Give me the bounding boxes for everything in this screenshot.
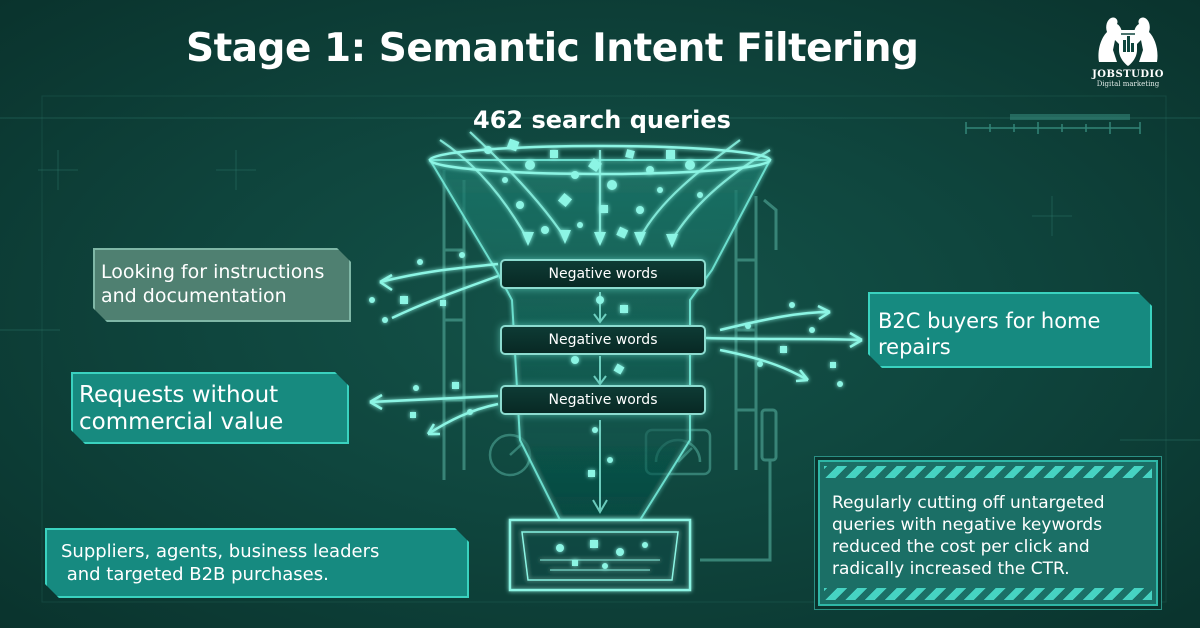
note-line: Regularly cutting off untargeted [832,493,1105,513]
outflow-left-top [379,262,499,320]
machine-frame [442,170,778,562]
ruler-mark [965,114,1141,134]
right-particles [745,302,843,387]
segment-instructions-line: Looking for instructions [101,261,325,283]
segment-b2c-box: B2C buyers for home repairs [868,292,1152,368]
incoming-arrowheads [522,230,678,248]
negative-words-filter-2: Negative words [500,325,706,355]
result-note: Regularly cutting off untargeted queries… [818,460,1158,606]
funnel-input-label: 462 search queries [473,106,731,134]
segment-targeted-b2b-line: and targeted B2B purchases. [61,564,329,585]
negative-words-filter-3: Negative words [500,385,706,415]
brand-name: JOBSTUDIO [1092,69,1164,80]
segment-b2c-line: repairs [878,335,951,359]
tray-particles [556,540,648,569]
inner-arrows [592,292,608,514]
segment-instructions-box: Looking for instructions and documentati… [93,248,351,322]
incoming-flow [439,131,771,241]
segment-no-commercial-value-box: Requests without commercial value [71,372,349,444]
segment-targeted-b2b-box: Suppliers, agents, business leaders and … [45,528,469,598]
note-stripes-bottom [824,588,1152,600]
note-line: queries with negative keywords [832,515,1103,535]
note-line: radically increased the CTR. [832,559,1070,579]
segment-targeted-b2b-line: Suppliers, agents, business leaders [61,541,380,562]
segment-no-commercial-value-line: commercial value [79,409,284,435]
left-particles [369,252,473,418]
brand-logo: JOBSTUDIO Digital marketing [1080,10,1176,92]
outflow-left-bottom [369,393,499,436]
brand-tagline: Digital marketing [1096,80,1160,88]
page-title: Stage 1: Semantic Intent Filtering [186,26,919,71]
collection-tray [508,518,692,592]
query-particles [484,138,703,477]
segment-instructions-line: and documentation [101,285,287,307]
note-text: Regularly cutting off untargeted queries… [832,492,1154,580]
background-grid [0,95,1200,603]
segment-b2c-line: B2C buyers for home [878,309,1101,333]
segment-no-commercial-value-line: Requests without [79,382,279,408]
negative-words-filter-1: Negative words [500,259,706,289]
outflow-right [705,304,863,383]
note-stripes-top [824,466,1152,478]
note-line: reduced the cost per click and [832,537,1090,557]
horses-crest-icon [1098,17,1158,66]
